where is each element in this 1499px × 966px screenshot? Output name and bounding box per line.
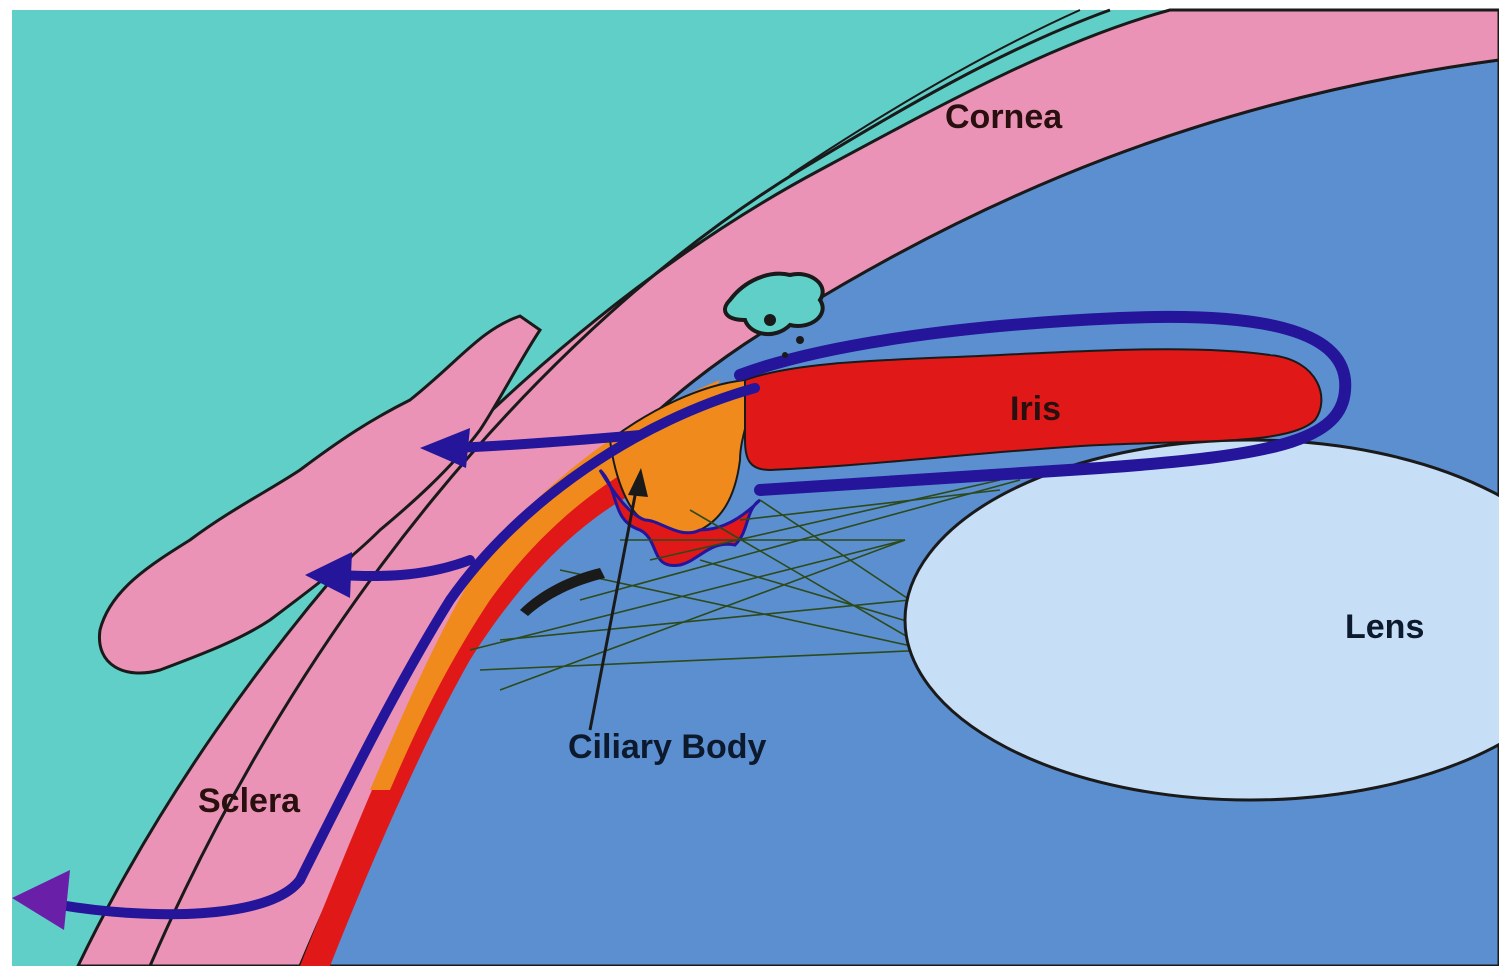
frame-left [0, 0, 12, 966]
meshwork-dot [796, 336, 804, 344]
meshwork-dot [764, 314, 776, 326]
label-lens: Lens [1345, 608, 1424, 646]
label-sclera: Sclera [198, 782, 301, 820]
meshwork-dot [782, 352, 788, 358]
label-ciliary-body: Ciliary Body [568, 728, 766, 766]
label-iris: Iris [1010, 390, 1061, 428]
label-cornea: Cornea [945, 98, 1063, 136]
